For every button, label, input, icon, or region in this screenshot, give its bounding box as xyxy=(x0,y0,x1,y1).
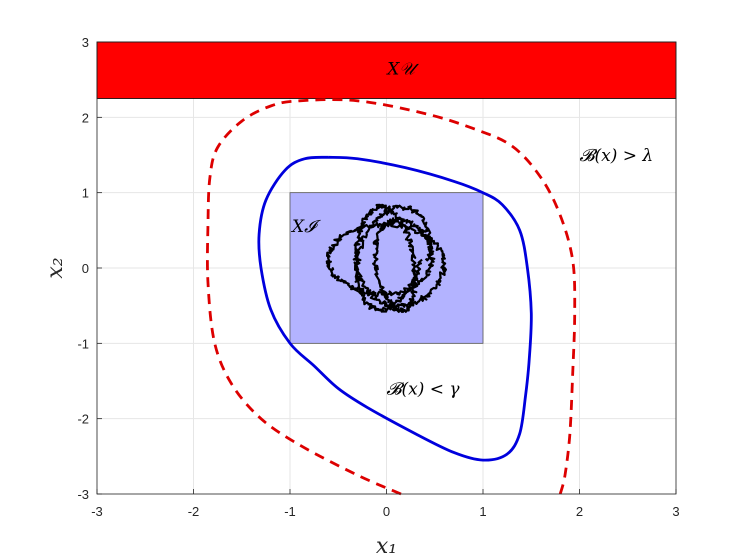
y-tick-label-0: -3 xyxy=(77,487,89,502)
y-tick-label-1: -2 xyxy=(77,412,89,427)
x-tick-label-1: -2 xyxy=(188,504,200,519)
y-axis-label: x₂ xyxy=(43,257,68,278)
x-tick-label-4: 1 xyxy=(479,504,486,519)
annotation-barrier-below-gamma: 𝓑(x) < γ xyxy=(387,380,461,400)
x-tick-label-5: 2 xyxy=(576,504,583,519)
unsafe-region-label: X𝒰 xyxy=(385,59,419,79)
gamma-level-curve xyxy=(257,155,533,462)
x-tick-label-0: -3 xyxy=(91,504,103,519)
tick-labels: -3 -2 -1 0 1 2 3 -3 -2 -1 0 1 2 3 xyxy=(77,35,679,519)
x-tick-label-3: 0 xyxy=(383,504,390,519)
annotation-barrier-above-lambda: 𝓑(x) > λ xyxy=(580,146,654,166)
y-tick-label-3: 0 xyxy=(82,261,89,276)
trajectory-series xyxy=(325,203,447,313)
x-axis-label: x₁ xyxy=(376,534,397,559)
y-tick-label-2: -1 xyxy=(77,336,89,351)
y-tick-label-4: 1 xyxy=(82,186,89,201)
x-tick-label-6: 3 xyxy=(672,504,679,519)
initial-region-label: X𝓘 xyxy=(290,217,321,237)
lambda-level-curve xyxy=(205,98,577,496)
y-tick-label-5: 2 xyxy=(82,110,89,125)
x-tick-label-2: -1 xyxy=(284,504,296,519)
curves xyxy=(205,98,577,496)
y-tick-label-6: 3 xyxy=(82,35,89,50)
initial-region xyxy=(289,192,484,344)
